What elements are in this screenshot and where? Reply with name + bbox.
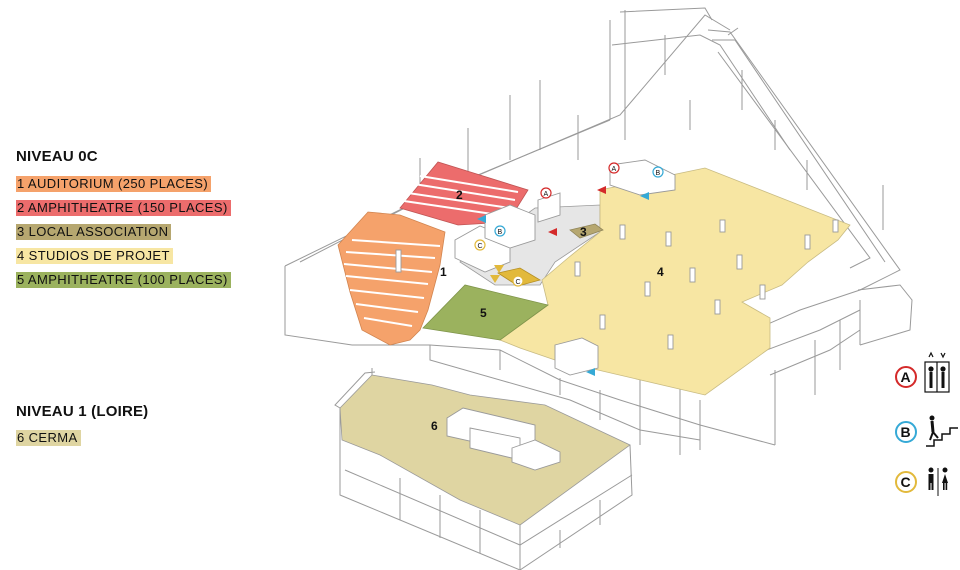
plan-service-markers: A A B B C C (474, 162, 664, 376)
zone-4-studios (499, 167, 851, 396)
zone-number-labels: 1 2 3 4 5 6 (431, 188, 664, 433)
ground-level-title: NIVEAU 0C (16, 148, 98, 165)
zone-3-local-association (569, 223, 604, 239)
ground-level-zones (337, 161, 851, 396)
restroom-icon (928, 467, 948, 496)
legend-item-amphitheatre-100: 5 AMPHITHEATRE (100 PLACES) (16, 272, 231, 288)
svg-text:A: A (612, 166, 617, 173)
legend-item-amphitheatre-150: 2 AMPHITHEATRE (150 PLACES) (16, 200, 231, 216)
zone-3-label: 3 (580, 225, 587, 239)
stairs-icon (926, 415, 958, 447)
service-key-c: C (895, 467, 948, 496)
elevator-icon (924, 351, 950, 393)
zone-4-label: 4 (657, 265, 664, 279)
legend-item-local-association: 3 LOCAL ASSOCIATION (16, 224, 172, 240)
svg-text:C: C (516, 279, 521, 286)
svg-text:B: B (901, 424, 911, 440)
zone-5-label: 5 (480, 306, 487, 320)
legend-item-auditorium: 1 AUDITORIUM (250 PLACES) (16, 176, 212, 192)
service-key: A B C (895, 351, 958, 496)
svg-text:C: C (901, 474, 911, 490)
zone-2-label: 2 (456, 188, 463, 202)
svg-text:B: B (498, 229, 503, 236)
zone-5-amphitheatre (422, 284, 549, 341)
svg-text:A: A (901, 369, 911, 385)
first-level-legend: 6 CERMA (16, 430, 81, 454)
svg-text:C: C (478, 243, 483, 250)
zone-6-label: 6 (431, 419, 438, 433)
zone-1-label: 1 (440, 265, 447, 279)
legend-item-cerma: 6 CERMA (16, 430, 81, 446)
ground-level-legend: 1 AUDITORIUM (250 PLACES) 2 AMPHITHEATRE… (16, 176, 231, 296)
first-level (334, 368, 633, 570)
service-key-a: A (895, 351, 950, 393)
svg-text:A: A (544, 191, 549, 198)
first-level-title: NIVEAU 1 (LOIRE) (16, 403, 149, 420)
svg-text:B: B (656, 170, 661, 177)
legend-item-studios: 4 STUDIOS DE PROJET (16, 248, 173, 264)
service-key-b: B (895, 415, 958, 447)
